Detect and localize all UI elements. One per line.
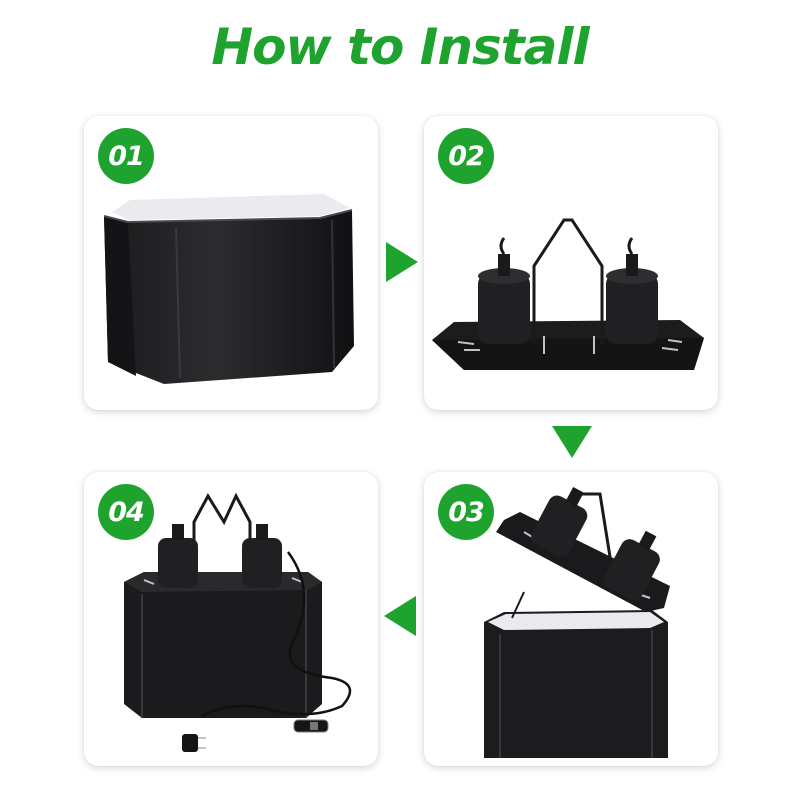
arrow-right-icon — [386, 242, 418, 282]
empty-box-illustration — [103, 194, 354, 384]
step-card-01: 01 — [84, 116, 378, 410]
page-title: How to Install — [211, 18, 589, 76]
step-card-03: 03 — [424, 472, 718, 766]
step-card-04: 04 — [84, 472, 378, 766]
step-badge: 04 — [98, 484, 154, 540]
assembled-heater-illustration — [124, 492, 352, 752]
arrow-down-icon — [552, 426, 592, 458]
step-card-02: 02 — [424, 116, 718, 410]
lid-placement-illustration — [484, 487, 670, 758]
step-badge: 02 — [438, 128, 494, 184]
step-badge: 03 — [438, 484, 494, 540]
lamp-lid-illustration — [432, 218, 704, 370]
arrow-left-icon — [384, 596, 416, 636]
step-badge: 01 — [98, 128, 154, 184]
